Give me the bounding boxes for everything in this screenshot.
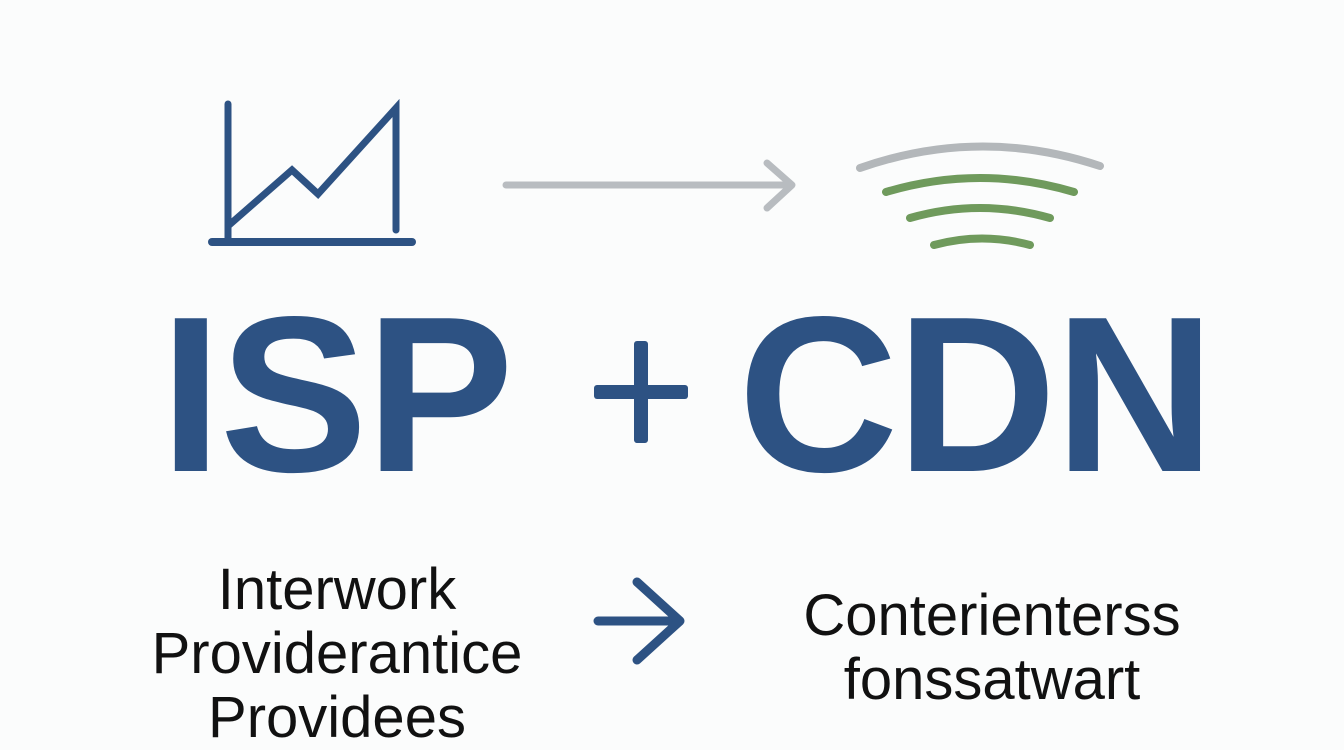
right-caption-line-2: fonssatwart bbox=[843, 647, 1141, 712]
headline-isp: ISP bbox=[160, 271, 514, 519]
top-icon-row bbox=[208, 98, 1104, 249]
left-caption-line-2: Providerantice bbox=[151, 621, 523, 686]
wifi-signal-icon bbox=[856, 142, 1104, 249]
left-caption-line-1: Interwork bbox=[217, 557, 457, 622]
left-caption-line-3: Providees bbox=[208, 685, 466, 750]
plus-icon bbox=[594, 341, 688, 443]
right-caption: Conterienterss fonssatwart bbox=[742, 584, 1242, 712]
right-caption-line-1: Conterienterss bbox=[803, 583, 1181, 648]
headline: ISP CDN bbox=[0, 271, 1344, 519]
right-arrow-icon bbox=[502, 159, 796, 212]
headline-cdn: CDN bbox=[738, 271, 1215, 519]
line-chart-icon bbox=[208, 98, 416, 246]
right-arrow-icon bbox=[593, 577, 685, 665]
left-caption: Interwork Providerantice Providees bbox=[132, 558, 542, 750]
